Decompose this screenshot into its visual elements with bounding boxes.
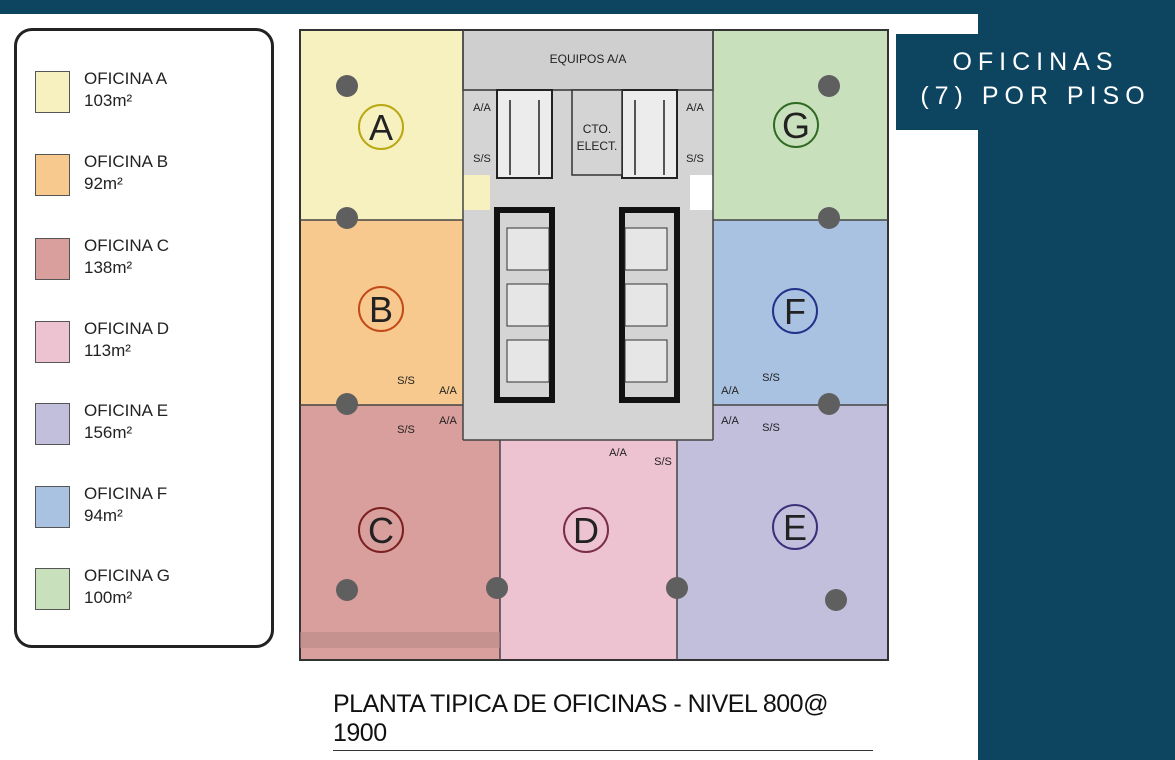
legend-name-a: OFICINA A (84, 69, 168, 88)
heading-box: OFICINAS (7) POR PISO (896, 34, 1175, 130)
column-7 (336, 579, 358, 601)
office-e-badge (772, 504, 818, 550)
legend-item-g: OFICINA G 100m² (35, 566, 275, 616)
office-f-zone (713, 220, 888, 405)
legend-area-a: 103m² (84, 91, 133, 110)
elevator-bank-left (494, 207, 555, 403)
floor-plan: EQUIPOS A/A CTO. ELECT. A/A S/S A/A S/S … (299, 29, 889, 661)
legend-swatch-c (35, 238, 70, 280)
ss-label-top-right: S/S (686, 153, 704, 165)
office-d-zone (500, 440, 677, 660)
terrace-strip (300, 632, 500, 648)
office-b-label: B (369, 289, 393, 330)
aa-label-c: A/A (439, 415, 457, 427)
column-4 (818, 207, 840, 229)
legend-item-f: OFICINA F 94m² (35, 484, 275, 534)
legend-name-g: OFICINA G (84, 566, 170, 585)
office-c-badge (358, 507, 404, 553)
legend-item-b: OFICINA B 92m² (35, 152, 275, 202)
office-c-label: C (368, 510, 394, 551)
stair-left (496, 89, 553, 179)
column-6 (818, 393, 840, 415)
elevator-car-3 (506, 339, 550, 383)
office-b-zone (300, 220, 463, 405)
column-3 (336, 207, 358, 229)
cto-label-1: CTO. (583, 122, 611, 136)
top-bar (0, 0, 1175, 14)
column-10 (825, 589, 847, 611)
column-8 (486, 577, 508, 599)
elevator-car-5 (624, 283, 668, 327)
ss-label-f: S/S (762, 372, 780, 384)
legend-swatch-a (35, 71, 70, 113)
legend-swatch-e (35, 403, 70, 445)
legend-swatch-d (35, 321, 70, 363)
office-a-badge (358, 104, 404, 150)
office-c-zone (300, 405, 500, 660)
legend-name-f: OFICINA F (84, 484, 168, 503)
column-9 (666, 577, 688, 599)
office-g-label: G (782, 105, 810, 146)
heading-line-1: OFICINAS (952, 48, 1119, 76)
column-2 (818, 75, 840, 97)
ss-label-c: S/S (397, 424, 415, 436)
legend-name-c: OFICINA C (84, 236, 170, 255)
aa-label-top-right: A/A (686, 102, 704, 114)
legend-item-a: OFICINA A 103m² (35, 69, 275, 119)
elevator-car-1 (506, 227, 550, 271)
legend-panel: OFICINA A 103m² OFICINA B 92m² OFICINA C… (14, 28, 274, 648)
ss-label-e: S/S (762, 422, 780, 434)
legend-swatch-g (35, 568, 70, 610)
elevator-car-4 (624, 227, 668, 271)
legend-area-c: 138m² (84, 258, 133, 277)
legend-name-e: OFICINA E (84, 401, 169, 420)
legend-area-d: 113m² (84, 341, 131, 360)
elevator-car-2 (506, 283, 550, 327)
aa-label-f: A/A (721, 385, 739, 397)
legend-swatch-b (35, 154, 70, 196)
legend-area-f: 94m² (84, 506, 123, 525)
legend-item-d: OFICINA D 113m² (35, 319, 275, 369)
legend-area-g: 100m² (84, 588, 133, 607)
office-a-zone (300, 30, 490, 220)
legend-item-e: OFICINA E 156m² (35, 401, 275, 451)
office-a-label: A (369, 107, 393, 148)
legend-swatch-f (35, 486, 70, 528)
ss-label-b: S/S (397, 375, 415, 387)
column-5 (336, 393, 358, 415)
elevator-car-6 (624, 339, 668, 383)
column-1 (336, 75, 358, 97)
office-b-badge (358, 286, 404, 332)
legend-item-c: OFICINA C 138m² (35, 236, 275, 286)
aa-label-d: A/A (609, 447, 627, 459)
aa-label-b: A/A (439, 385, 457, 397)
legend-name-b: OFICINA B (84, 152, 169, 171)
office-d-badge (563, 507, 609, 553)
stair-right (621, 89, 678, 179)
office-f-badge (772, 288, 818, 334)
aa-label-e: A/A (721, 415, 739, 427)
office-f-label: F (784, 291, 806, 332)
legend-area-e: 156m² (84, 423, 133, 442)
office-g-zone (713, 30, 888, 220)
office-g-badge (773, 102, 819, 148)
office-e-label: E (783, 507, 807, 548)
aa-label-top-left: A/A (473, 102, 491, 114)
electrical-room (571, 89, 623, 176)
ss-label-d: S/S (654, 456, 672, 468)
equipos-label: EQUIPOS A/A (550, 52, 627, 66)
legend-name-d: OFICINA D (84, 319, 170, 338)
legend-area-b: 92m² (84, 174, 123, 193)
equipos-room (462, 29, 714, 91)
ss-label-top-left: S/S (473, 153, 491, 165)
heading-line-2: (7) POR PISO (920, 82, 1151, 110)
outer-wall (299, 29, 889, 661)
plan-caption: PLANTA TIPICA DE OFICINAS - NIVEL 800@ 1… (333, 690, 873, 751)
right-panel (978, 14, 1175, 760)
office-d-label: D (573, 510, 599, 551)
elevator-bank-right (619, 207, 680, 403)
cto-label-2: ELECT. (577, 139, 618, 153)
